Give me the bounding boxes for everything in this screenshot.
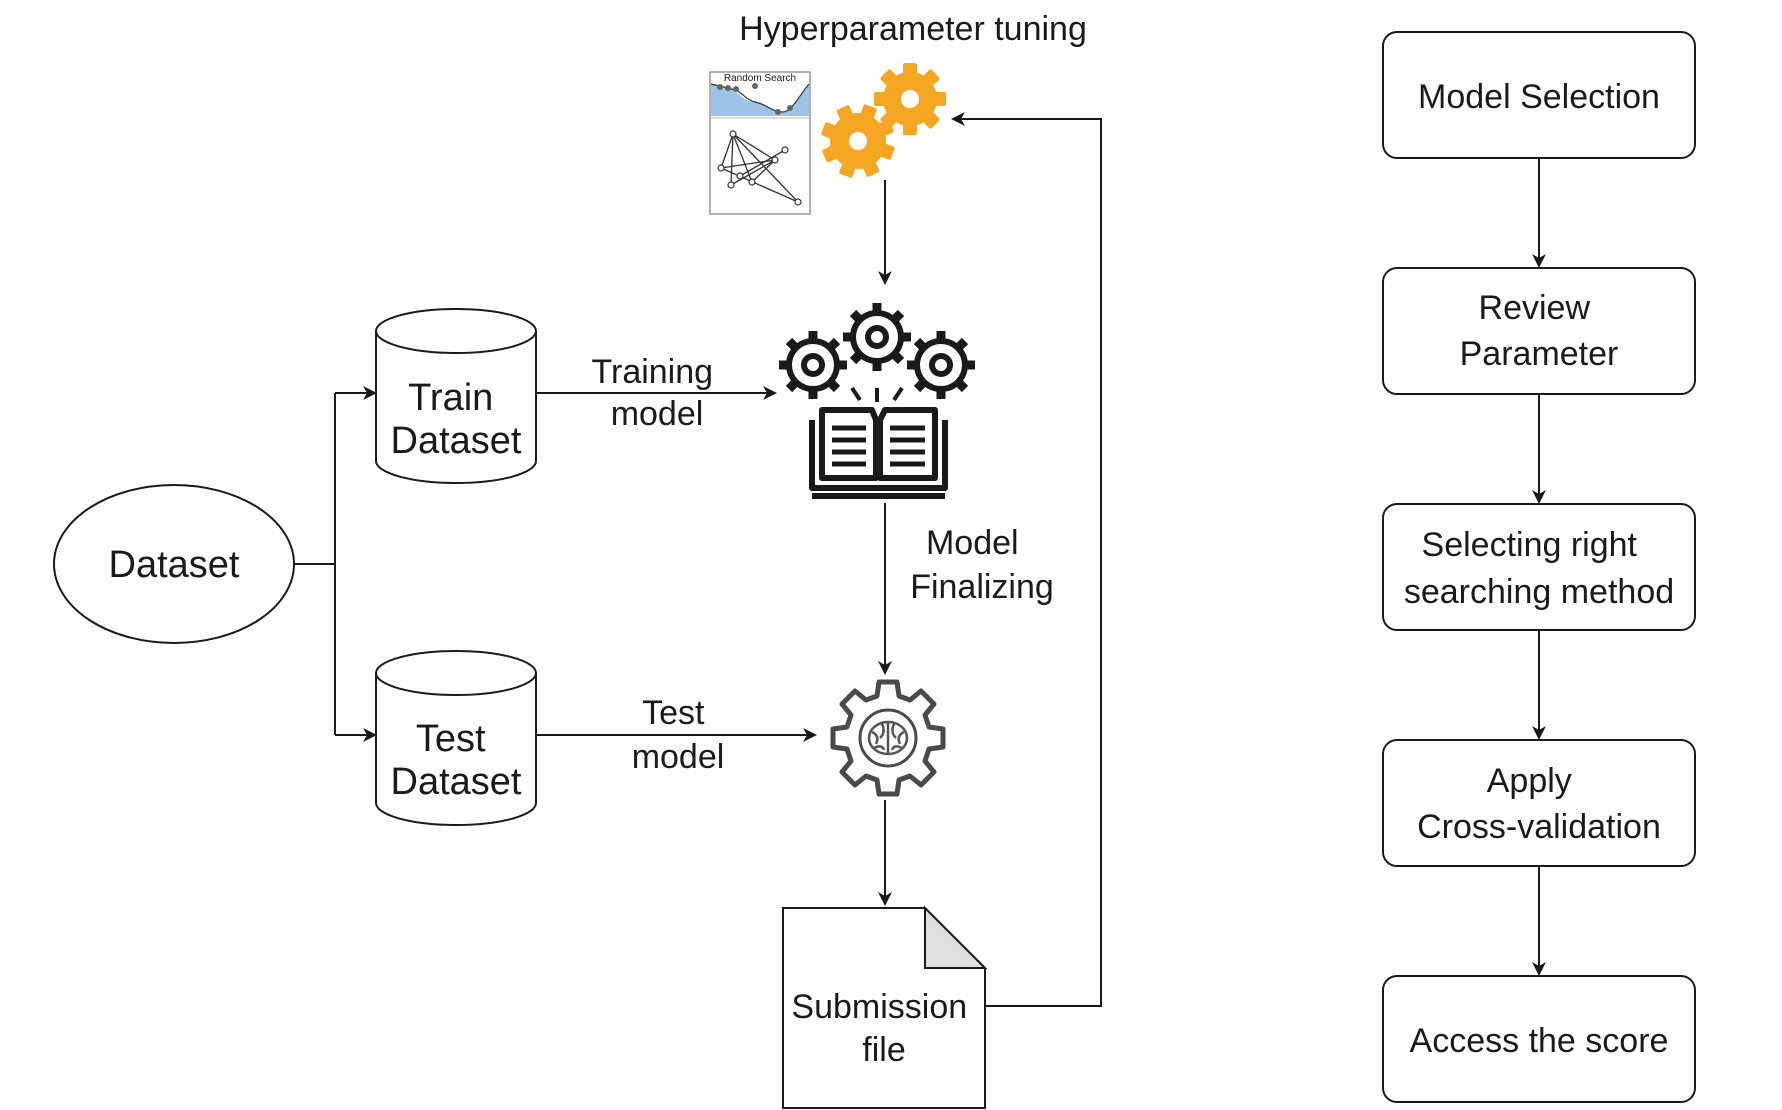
brain-gear-icon	[830, 679, 946, 797]
model-finalizing-label: Model Finalizing	[910, 524, 1054, 606]
step-label-cross-validation: Apply Cross-validation	[1417, 762, 1661, 846]
hyperparameter-tuning-label: Hyperparameter tuning	[739, 10, 1087, 48]
random-search-thumbnail: Random Search	[709, 71, 811, 215]
step-label-access-score: Access the score	[1410, 1022, 1669, 1060]
step-box-review-parameter	[1382, 267, 1696, 395]
training-model-icon	[779, 303, 975, 499]
dataset-label: Dataset	[109, 544, 240, 586]
step-box-selecting-method	[1382, 503, 1696, 631]
submission-file-node: Submission file	[782, 905, 988, 1109]
test-model-label: Test model	[632, 694, 725, 776]
svg-text:Random Search: Random Search	[724, 73, 796, 84]
step-box-cross-validation	[1382, 739, 1696, 867]
step-label-model-selection: Model Selection	[1418, 78, 1660, 116]
step-box-access-score	[1382, 975, 1696, 1103]
hyperparameter-gears-icon	[821, 63, 946, 178]
dataset-branch-connector	[294, 386, 377, 742]
test-dataset-label: Test Dataset	[391, 718, 522, 803]
test-dataset-cylinder: Test Dataset	[375, 650, 537, 826]
train-dataset-label: Train Dataset	[391, 377, 522, 462]
submission-file-label: Submission file	[791, 988, 976, 1069]
dataset-node: Dataset	[53, 484, 295, 644]
steps-flow: Model Selection Review Parameter Selecti…	[1382, 31, 1696, 1103]
step-label-selecting-method: Selecting right searching method	[1404, 526, 1674, 611]
step-label-review-parameter: Review Parameter	[1460, 289, 1619, 373]
train-dataset-cylinder: Train Dataset	[375, 308, 537, 484]
feedback-loop-arrow	[951, 112, 1102, 1007]
training-model-label: Training model	[591, 353, 722, 433]
